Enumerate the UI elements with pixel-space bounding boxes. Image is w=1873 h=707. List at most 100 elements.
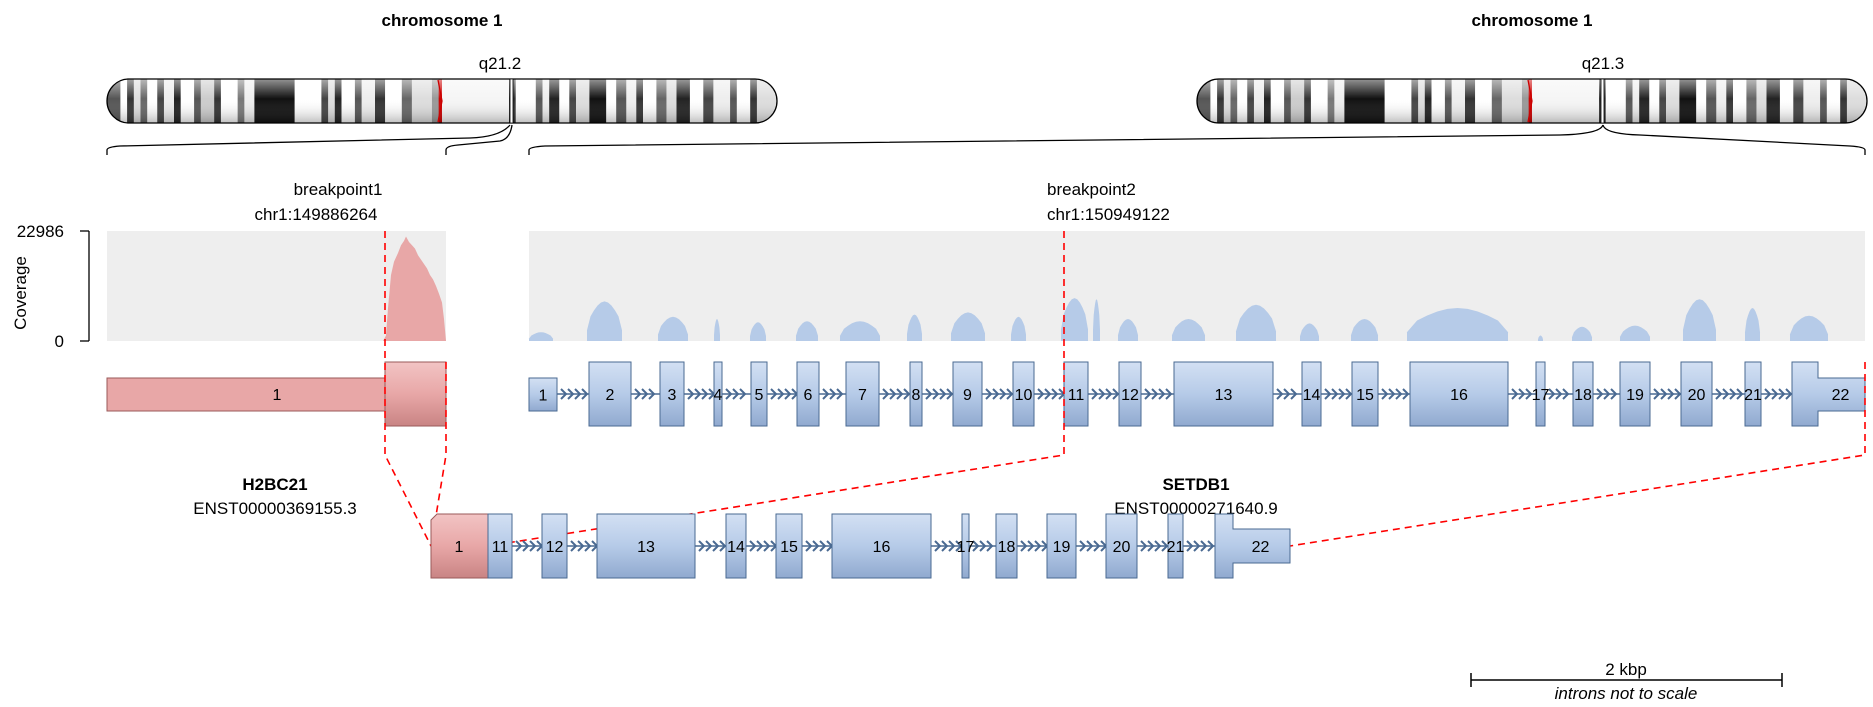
intron-arrow — [584, 540, 592, 552]
exon-box — [1105, 513, 1138, 579]
coverage-hump-gene2 — [1538, 335, 1543, 341]
intron-arrow — [999, 388, 1007, 400]
coverage-track-gene2 — [529, 298, 1828, 341]
gene2-exon: 3 — [659, 361, 685, 427]
coverage-hump-gene2 — [714, 319, 720, 341]
intron-arrow — [515, 540, 523, 552]
coverage-hump-gene2 — [1236, 304, 1276, 341]
intron-arrow — [1283, 388, 1291, 400]
fusion-exon: 13 — [596, 513, 696, 579]
gene2-exon: 20 — [1680, 361, 1713, 427]
gene2-exon: 9 — [952, 361, 983, 427]
exon-number: 15 — [780, 539, 798, 556]
intron-arrow — [1207, 540, 1215, 552]
exon-box — [541, 513, 568, 579]
intron-arrow — [1044, 388, 1052, 400]
intron-arrow — [1388, 388, 1396, 400]
exon-number: 15 — [1356, 387, 1374, 404]
coverage-hump-gene2 — [840, 321, 880, 341]
intron-arrow — [1518, 388, 1526, 400]
coverage-hump-gene2 — [1061, 298, 1088, 341]
exon-box — [1214, 513, 1291, 579]
intron-arrow — [574, 388, 582, 400]
coverage-track-gene1 — [383, 236, 446, 341]
intron-arrow — [1729, 388, 1737, 400]
scale-bar-note: introns not to scale — [1555, 684, 1698, 703]
intron-arrow — [896, 388, 904, 400]
intron-arrow — [829, 388, 837, 400]
fusion-exon: 15 — [775, 513, 803, 579]
intron-arrow — [1562, 388, 1570, 400]
gene1-exon-label: 1 — [273, 387, 282, 404]
coverage-hump-gene2 — [796, 321, 818, 341]
gene2-exon: 19 — [1619, 361, 1651, 427]
exon-number: 17 — [1532, 387, 1550, 404]
intron-arrow — [1144, 388, 1152, 400]
coverage-hump-gene2 — [1300, 323, 1319, 341]
coverage-hump-gene2 — [1572, 326, 1592, 341]
intron-arrow — [1667, 388, 1675, 400]
exon-box — [528, 377, 558, 412]
fusion-exon: 22 — [1214, 513, 1291, 579]
intron-arrow — [1402, 388, 1410, 400]
gene1-cds — [384, 361, 447, 427]
coverage-hump-gene2 — [658, 316, 688, 341]
intron-arrow — [1079, 540, 1087, 552]
intron-arrow — [570, 540, 578, 552]
chromosome-left-band-label: q21.2 — [479, 54, 522, 73]
intron-arrow — [712, 540, 720, 552]
intron-arrow — [739, 388, 747, 400]
intron-arrow — [581, 388, 589, 400]
zoom-brace-gene1-end — [445, 124, 513, 155]
exon-box — [659, 361, 685, 427]
intron-arrow — [1290, 388, 1298, 400]
breakpoint2-label: breakpoint2 — [1047, 180, 1136, 199]
band-highlight-left — [509, 78, 514, 124]
exon-number: 14 — [1303, 387, 1321, 404]
band-highlight-right — [1600, 78, 1605, 124]
intron-arrow — [955, 540, 963, 552]
intron-arrow — [903, 388, 911, 400]
gene2-exon: 11 — [1063, 361, 1089, 427]
intron-arrow — [522, 540, 530, 552]
exon-number: 16 — [873, 539, 891, 556]
exon-number: 13 — [637, 539, 655, 556]
intron-arrow — [1610, 388, 1618, 400]
exon-number: 11 — [1068, 387, 1085, 404]
gene1-track: 1 — [106, 361, 447, 427]
coverage-hump-gene2 — [1351, 319, 1378, 341]
coverage-panel-gene2 — [529, 231, 1865, 341]
intron-arrow — [939, 388, 947, 400]
intron-arrow — [719, 540, 727, 552]
exon-number: 2 — [606, 387, 615, 404]
fusion-exon: 1 — [430, 513, 489, 579]
gene2-exon: 15 — [1351, 361, 1379, 427]
exon-number: 11 — [492, 539, 509, 556]
exon-number: 10 — [1015, 387, 1033, 404]
intron-arrow — [1395, 388, 1403, 400]
gene2-exon: 4 — [713, 361, 723, 427]
intron-arrow — [1193, 540, 1201, 552]
centromere-mark — [1527, 79, 1533, 123]
intron-arrow — [1105, 388, 1113, 400]
intron-arrow — [1091, 388, 1099, 400]
exon-number: 12 — [1121, 387, 1139, 404]
exon-box — [1167, 513, 1184, 579]
intron-arrow — [822, 388, 830, 400]
intron-arrow — [1098, 388, 1106, 400]
gene2-exon: 21 — [1744, 361, 1762, 427]
exon-number: 21 — [1744, 387, 1762, 404]
intron-arrow — [770, 388, 778, 400]
intron-arrow — [1331, 388, 1339, 400]
intron-arrow — [932, 388, 940, 400]
intron-arrow — [1154, 540, 1162, 552]
chromosome-left-title: chromosome 1 — [382, 11, 503, 30]
intron-arrow — [1200, 540, 1208, 552]
intron-arrow — [567, 388, 575, 400]
exon-box — [845, 361, 880, 427]
exon-number: 19 — [1626, 387, 1644, 404]
coverage-axis — [80, 230, 90, 342]
exon-box — [1173, 361, 1274, 427]
exon-box — [1012, 361, 1035, 427]
